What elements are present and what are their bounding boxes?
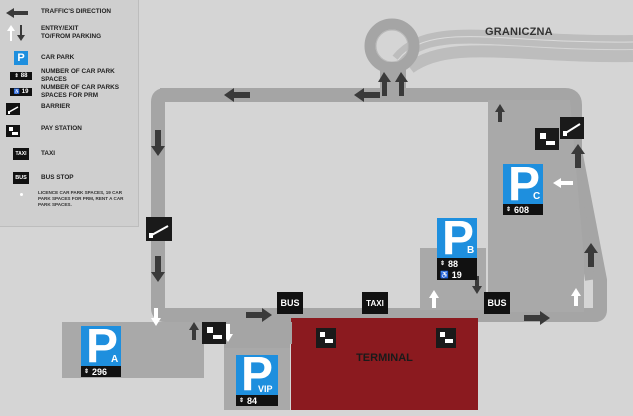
legend-row-taxi: TAXI TAXI [6, 148, 136, 160]
pay-station-legend-icon [6, 125, 20, 137]
bus-stop-icon: BUS [13, 172, 29, 184]
map-legend: TRAFFIC'S DIRECTION ENTRY/EXIT TO/FROM P… [0, 0, 139, 227]
main-loop-road [151, 88, 607, 322]
parking-vip-sign[interactable]: P VIP [236, 351, 278, 399]
entry-exit-arrows [151, 178, 581, 342]
parking-c-sign[interactable]: P C [503, 161, 543, 209]
graniczna-road-lower [406, 45, 633, 73]
terminal-label: TERMINAL [356, 352, 413, 364]
car-park-icon: P [14, 51, 28, 65]
parking-vip-letter: P [241, 348, 274, 401]
bus-stop-label-1: BUS [277, 292, 303, 314]
parking-b-prm: ♿ 19 [437, 269, 477, 280]
parking-a-spaces: ⇕ 296 [81, 366, 121, 377]
parking-a-sign[interactable]: P A [81, 323, 121, 371]
parking-vip-spaces: ⇕ 84 [236, 395, 278, 406]
legend-row-traffic: TRAFFIC'S DIRECTION [6, 8, 136, 18]
taxi-label: TAXI [362, 292, 388, 314]
legend-row-barrier: BARRIER [6, 103, 136, 115]
pay-station-icon-terminal-right [436, 328, 456, 348]
traffic-direction-icon [6, 8, 28, 18]
legend-row-bus: BUS BUS STOP [6, 172, 136, 184]
parking-a-sub: A [111, 354, 119, 365]
legend-row-pay-station: PAY STATION [6, 125, 136, 137]
parking-vip-spaces-value: 84 [247, 395, 258, 406]
parking-b-letter: P [442, 212, 475, 265]
parking-c-spaces-value: 608 [514, 204, 530, 215]
pay-station-icon-c [535, 128, 559, 150]
pay-station-icon-terminal-left [316, 328, 336, 348]
parking-c-letter: P [508, 158, 541, 211]
parking-b-sub: B [467, 245, 475, 256]
legend-row-entry-exit: ENTRY/EXIT TO/FROM PARKING [6, 25, 136, 41]
parking-c-spaces: ⇕ 608 [503, 204, 543, 215]
barrier-icon [146, 217, 172, 241]
barrier-icon-right [560, 117, 584, 139]
legend-row-car-park: P CAR PARK [6, 51, 136, 65]
legend-row-prm: ♿19 NUMBER OF CAR PARKS SPACES FOR PRM [6, 84, 136, 99]
parking-b-sign[interactable]: P B [437, 215, 477, 263]
parking-a-spaces-value: 296 [92, 366, 108, 377]
parking-c-sub: C [533, 191, 541, 202]
parking-b-spaces: ⇕ 88 [437, 258, 477, 269]
parking-vip-sub: VIP [258, 384, 273, 394]
wheelchair-icon: ♿ [440, 271, 449, 279]
entry-exit-icon [7, 25, 25, 41]
taxi-icon: TAXI [13, 148, 29, 160]
prm-count-icon: ♿19 [10, 87, 32, 96]
legend-row-spaces: ⇕88 NUMBER OF CAR PARK SPACES [6, 68, 136, 83]
parking-b-prm-value: 19 [451, 269, 462, 280]
legend-note: LICENCE CAR PARK SPACES, 19 CAR PARK SPA… [38, 190, 124, 207]
pay-station-icon-a [202, 322, 226, 344]
bus-stop-label-2: BUS [484, 292, 510, 314]
barrier-legend-icon [6, 103, 20, 115]
street-name-graniczna: GRANICZNA [485, 26, 553, 38]
spaces-count-icon: ⇕88 [10, 71, 32, 80]
legend-bullet-icon [20, 193, 23, 196]
parking-b-spaces-value: 88 [448, 258, 459, 269]
traffic-direction-arrows [151, 72, 598, 340]
parking-a-letter: P [86, 320, 119, 373]
